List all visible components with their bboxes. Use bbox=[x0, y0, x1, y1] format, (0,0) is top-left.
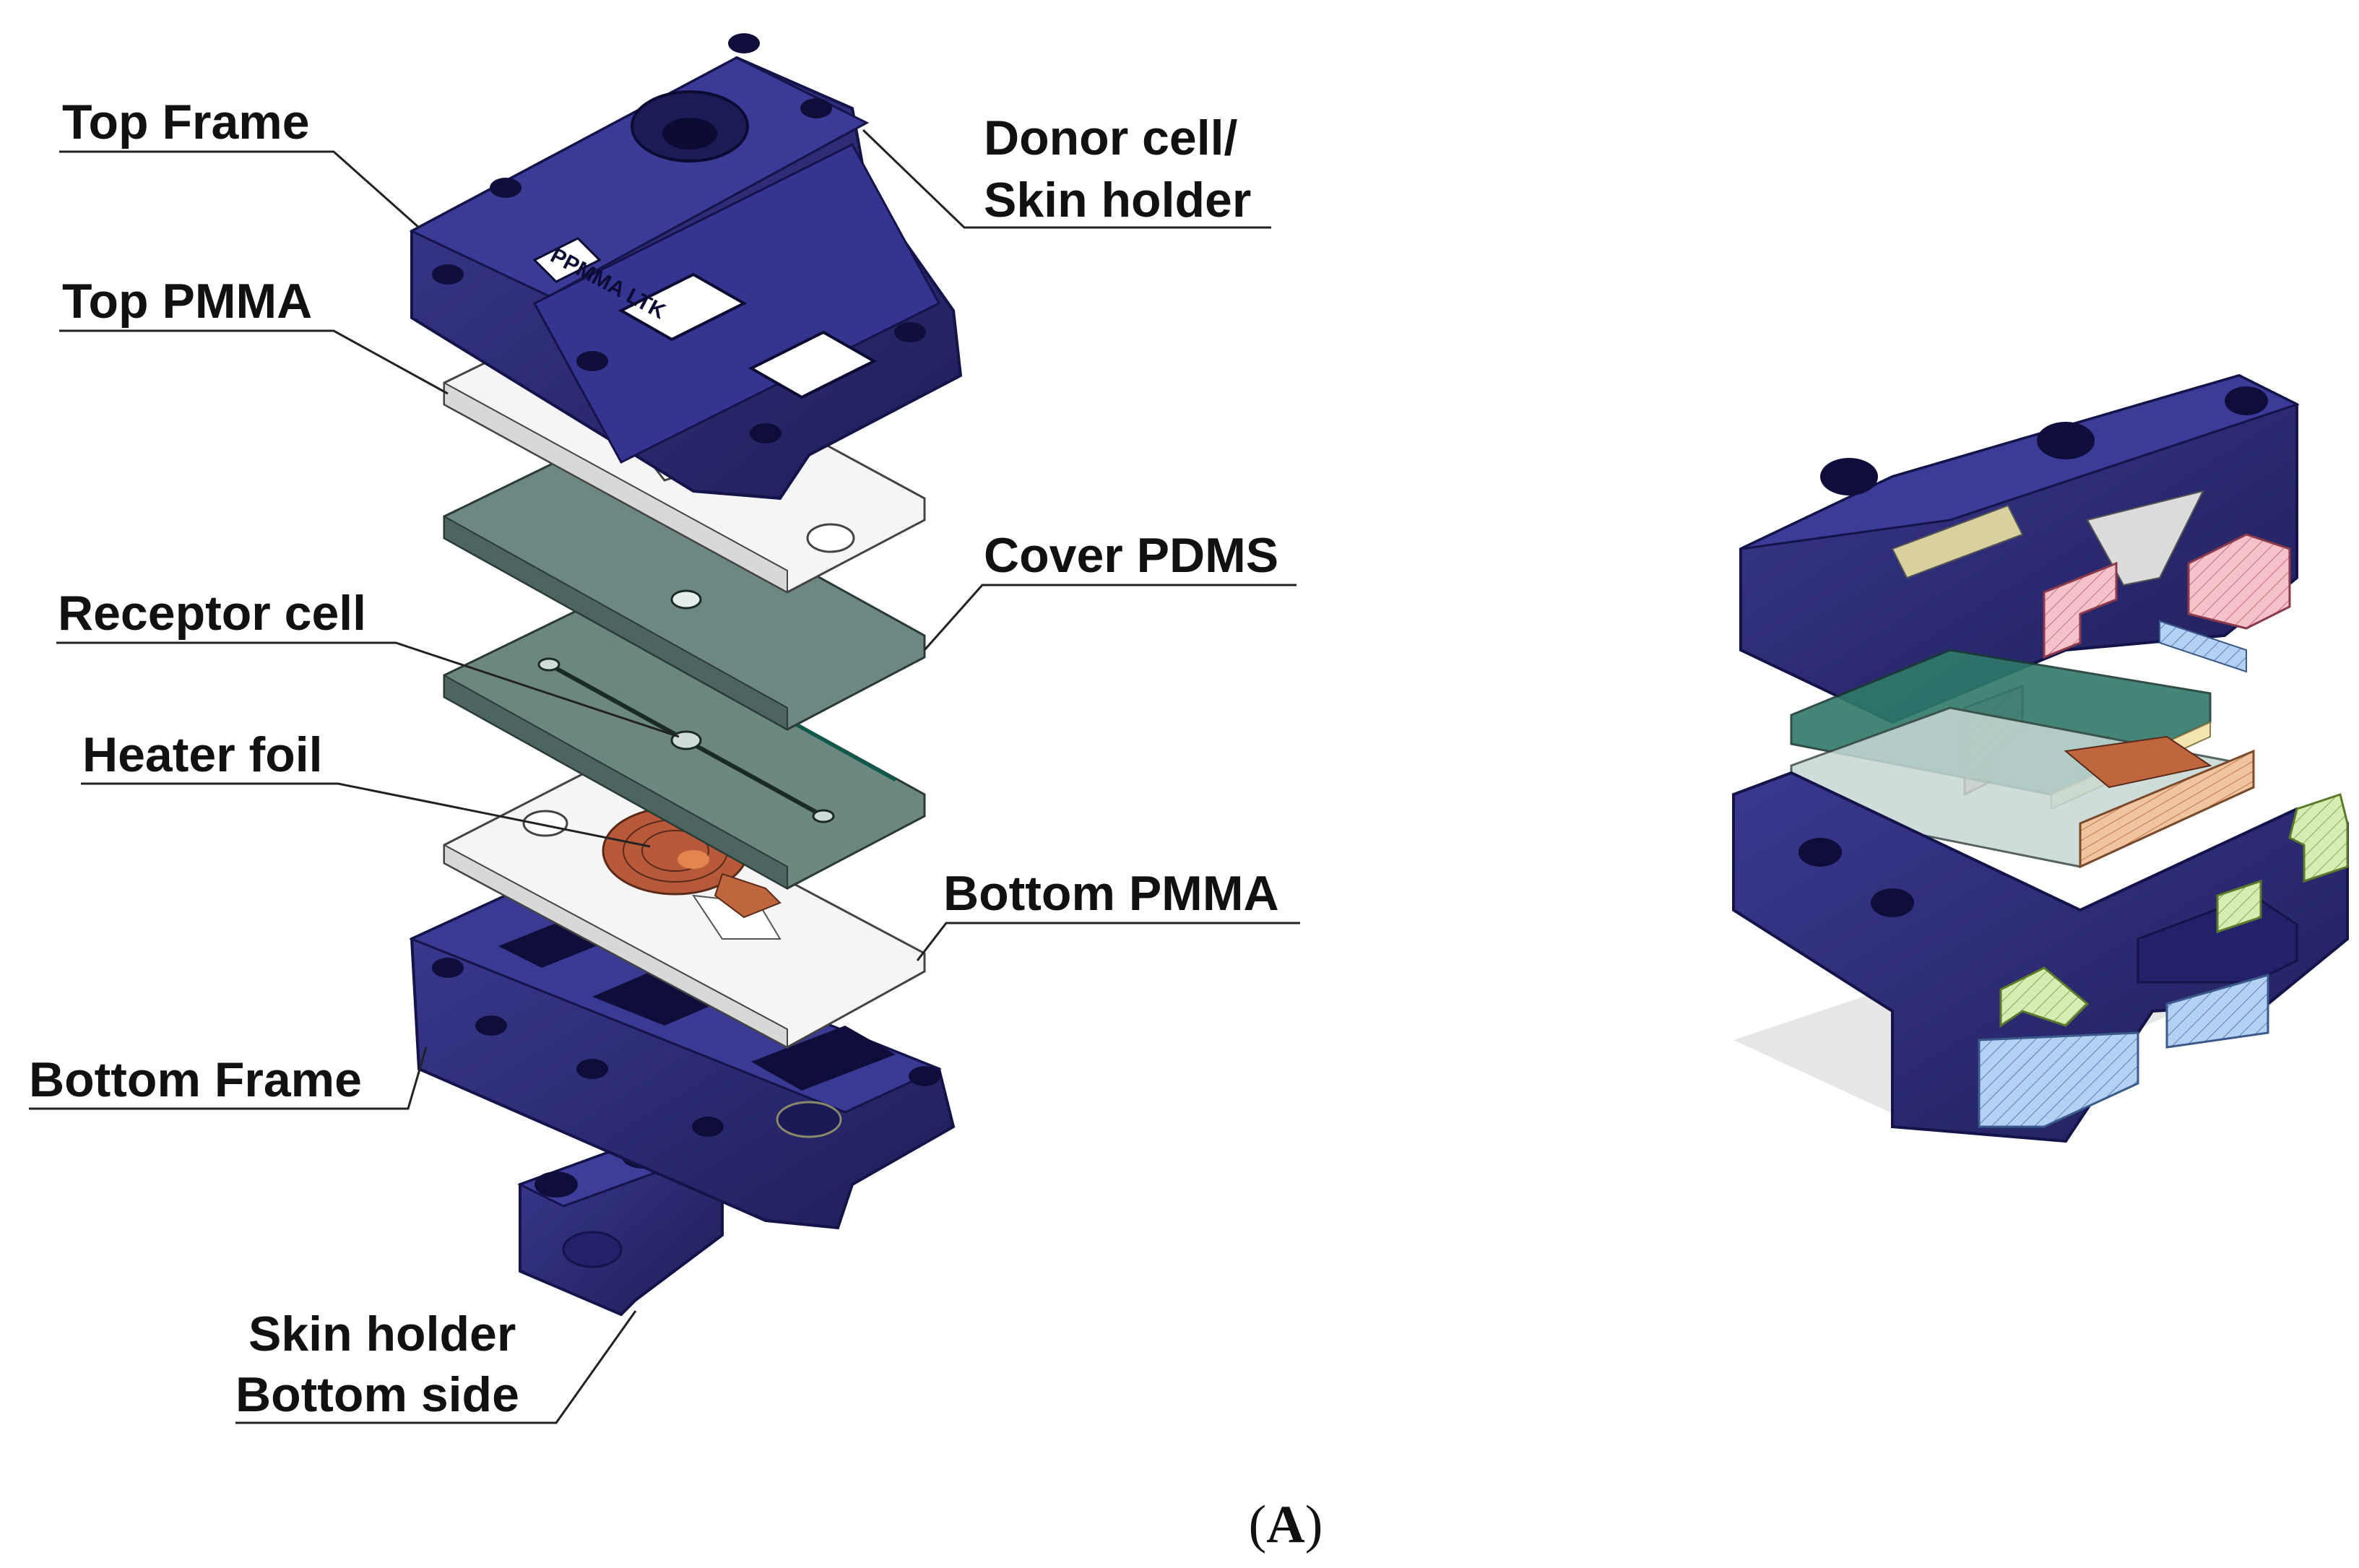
label-top-frame: Top Frame bbox=[62, 95, 310, 150]
label-skin-holder-line2: Bottom side bbox=[235, 1367, 519, 1422]
caption-close-paren: ) bbox=[1305, 1495, 1323, 1554]
leader-bottom-frame bbox=[29, 1047, 428, 1110]
label-cover-pdms: Cover PDMS bbox=[984, 528, 1278, 583]
caption-letter: A bbox=[1266, 1495, 1304, 1554]
top-frame-part: PPMMA LTK bbox=[409, 33, 963, 501]
label-donor-cell-line1: Donor cell/ bbox=[984, 111, 1237, 165]
leader-bottom-pmma bbox=[916, 922, 1300, 961]
label-bottom-frame: Bottom Frame bbox=[29, 1052, 362, 1107]
label-heater-foil: Heater foil bbox=[82, 727, 323, 782]
leader-skin-holder bbox=[235, 1310, 637, 1424]
cover-pdms-part bbox=[443, 446, 926, 731]
part-labels: Top Frame Donor cell/ Skin holder Top PM… bbox=[29, 95, 1279, 1422]
leader-top-pmma bbox=[59, 329, 449, 395]
leader-cover-pdms bbox=[923, 584, 1297, 651]
leader-top-frame bbox=[59, 150, 420, 229]
assembled-section-view bbox=[1732, 373, 2349, 1143]
panel-caption: (A) bbox=[1249, 1495, 1323, 1554]
leader-lines bbox=[29, 129, 1300, 1424]
label-donor-cell-line2: Skin holder bbox=[984, 173, 1251, 228]
label-receptor-cell: Receptor cell bbox=[58, 586, 366, 641]
leader-receptor-cell bbox=[56, 641, 680, 738]
label-skin-holder-line1: Skin holder bbox=[248, 1307, 516, 1361]
caption-open-paren: ( bbox=[1249, 1495, 1267, 1554]
bottom-frame-part bbox=[409, 893, 956, 1230]
label-bottom-pmma: Bottom PMMA bbox=[943, 866, 1279, 921]
leader-donor-cell bbox=[862, 129, 1271, 229]
exploded-view: PPMMA LTK bbox=[409, 33, 963, 1317]
label-top-pmma: Top PMMA bbox=[62, 274, 312, 329]
receptor-cell-pdms-part bbox=[443, 605, 926, 890]
leader-heater-foil bbox=[81, 782, 651, 848]
